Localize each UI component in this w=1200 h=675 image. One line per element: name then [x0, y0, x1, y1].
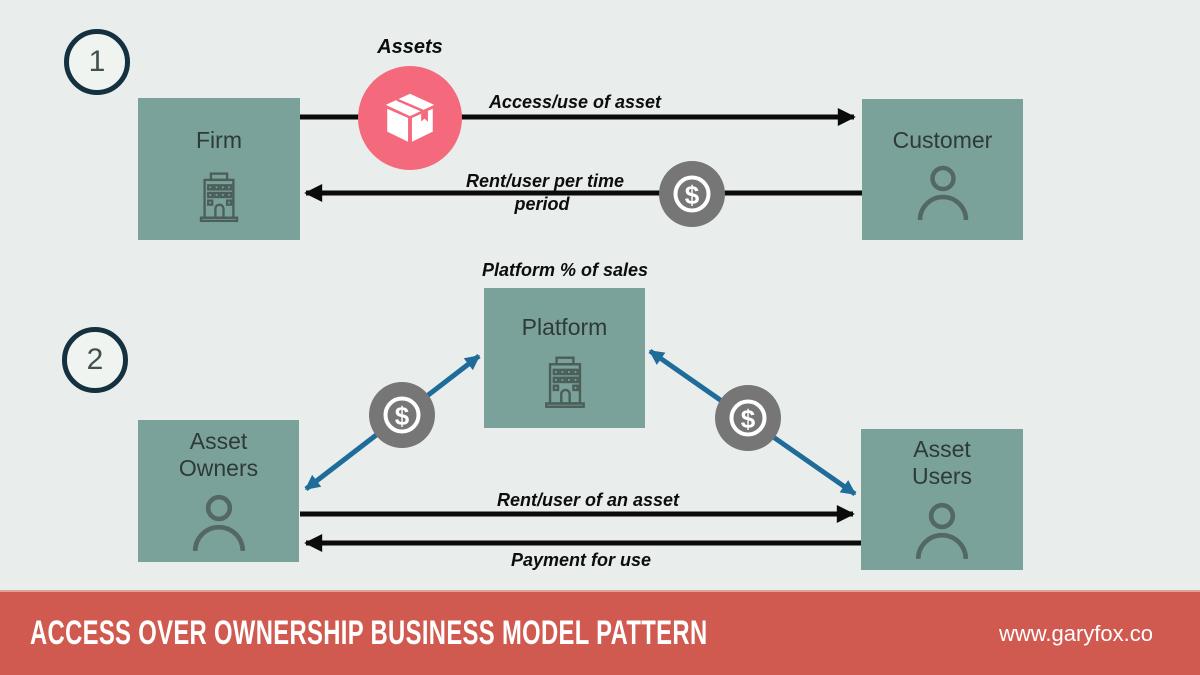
firm-box: Firm: [138, 98, 300, 240]
asset-owners-label: Asset Owners: [178, 428, 259, 481]
dollar-icon: $: [729, 399, 767, 437]
svg-text:$: $: [741, 404, 756, 434]
platform-box: Platform: [484, 288, 645, 428]
assets-label: Assets: [377, 36, 443, 58]
dollar-icon: $: [383, 396, 421, 434]
rent-asset-label: Rent/user of an asset: [496, 490, 680, 510]
asset-users-label: Asset Users: [911, 436, 973, 489]
rent-period-label-line2: period: [514, 194, 570, 214]
firm-label: Firm: [196, 127, 242, 153]
step-1-number: 1: [88, 45, 106, 78]
payment-label: Payment for use: [510, 550, 652, 570]
step-2-badge: 2: [62, 327, 128, 393]
person-icon: [192, 494, 245, 552]
rent-period-label-line1: Rent/user per time: [465, 171, 625, 191]
assets-badge: [358, 66, 462, 170]
step-1-badge: 1: [64, 29, 130, 95]
access-arrow-label: Access/use of asset: [488, 92, 662, 112]
footer-website: www.garyfox.co: [998, 620, 1153, 646]
platform-share-label: Platform % of sales: [481, 260, 649, 280]
asset-owners-box: Asset Owners: [138, 420, 299, 562]
svg-text:$: $: [395, 401, 410, 431]
dollar-badge-3: $: [715, 385, 781, 451]
customer-box: Customer: [862, 99, 1023, 240]
building-icon: [544, 356, 585, 408]
building-icon: [199, 172, 239, 223]
asset-users-box: Asset Users: [861, 429, 1023, 570]
person-icon: [915, 502, 969, 560]
customer-label: Customer: [892, 127, 993, 153]
person-icon: [917, 165, 968, 221]
platform-label: Platform: [521, 314, 608, 340]
svg-text:$: $: [685, 180, 700, 210]
dollar-badge-2: $: [369, 382, 435, 448]
step-2-number: 2: [86, 343, 104, 376]
footer-title: ACCESS OVER OWNERSHIP BUSINESS MODEL PAT…: [30, 614, 708, 652]
footer-bar: ACCESS OVER OWNERSHIP BUSINESS MODEL PAT…: [0, 590, 1200, 675]
